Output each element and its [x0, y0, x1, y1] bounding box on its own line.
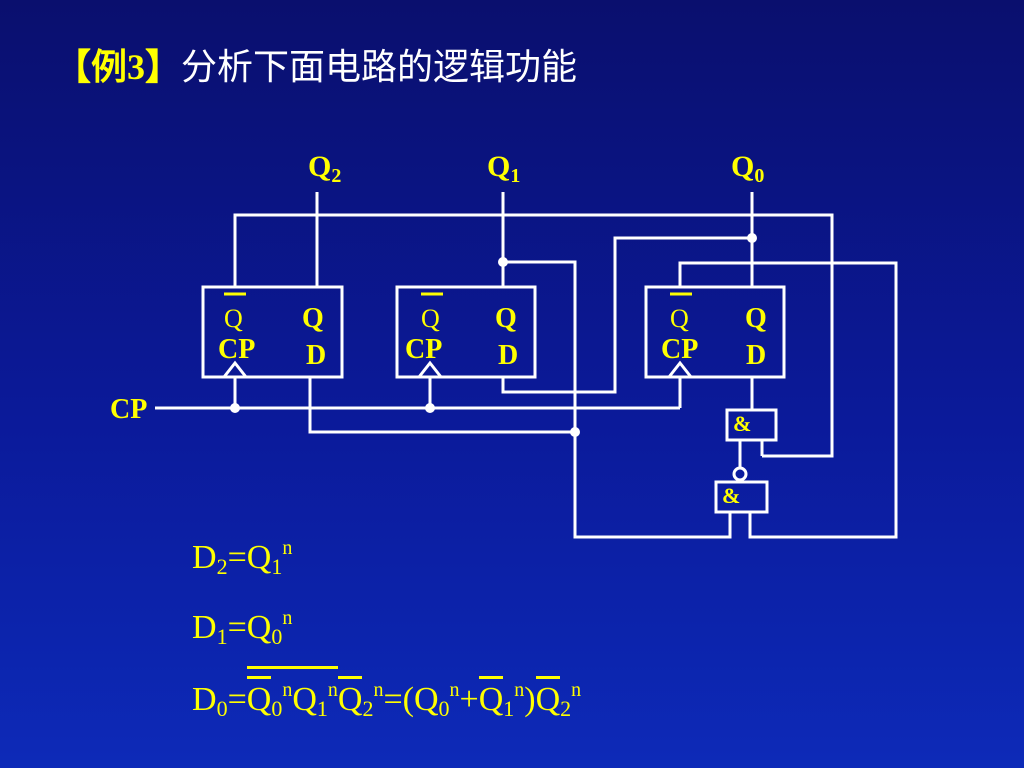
clock-input-label: CP [110, 394, 147, 425]
equation-d0: D0=Q0nQ1nQ2n=(Q0n+Q1n)Q2n [192, 666, 582, 721]
output-label-q2: Q2 [308, 150, 341, 187]
pin-d: D [306, 340, 326, 371]
pin-qbar: Q [670, 304, 689, 333]
pin-d: D [746, 340, 766, 371]
output-label-q0: Q0 [731, 150, 764, 187]
clock-triangle [417, 360, 443, 378]
pin-cp: CP [661, 334, 698, 365]
equation-d1: D1=Q0n [192, 607, 293, 649]
pin-cp: CP [218, 334, 255, 365]
gate-symbol: & [733, 411, 751, 436]
pin-q: Q [302, 303, 324, 334]
junction-dot [570, 427, 580, 437]
junction-dot [230, 403, 240, 413]
q1-to-gate-wire [503, 260, 732, 539]
pin-cp: CP [405, 334, 442, 365]
pin-q: Q [745, 303, 767, 334]
d2-input-wire [308, 377, 575, 434]
q0-to-d1-wire [501, 236, 752, 394]
title-text: 分析下面电路的逻辑功能 [181, 47, 578, 88]
junction-dot [425, 403, 435, 413]
clock-triangle [222, 360, 248, 378]
pin-qbar: Q [224, 304, 243, 333]
inversion-bubble [732, 466, 748, 482]
pin-d: D [498, 340, 518, 371]
output-label-q1: Q1 [487, 150, 520, 187]
page-title: 【例3】分析下面电路的逻辑功能 [55, 38, 577, 90]
q2bar-feedback-wire [233, 213, 834, 458]
q0bar-feedback-wire [678, 261, 898, 539]
flip-flop-1 [395, 285, 537, 379]
gate-symbol: & [722, 483, 740, 508]
pin-q: Q [495, 303, 517, 334]
pin-qbar: Q [421, 304, 440, 333]
clock-triangle [667, 360, 693, 378]
example-label: 【例3】 [55, 47, 182, 87]
equation-d2: D2=Q1n [192, 537, 293, 579]
flip-flop-0 [644, 285, 786, 379]
flip-flop-2 [201, 285, 344, 379]
